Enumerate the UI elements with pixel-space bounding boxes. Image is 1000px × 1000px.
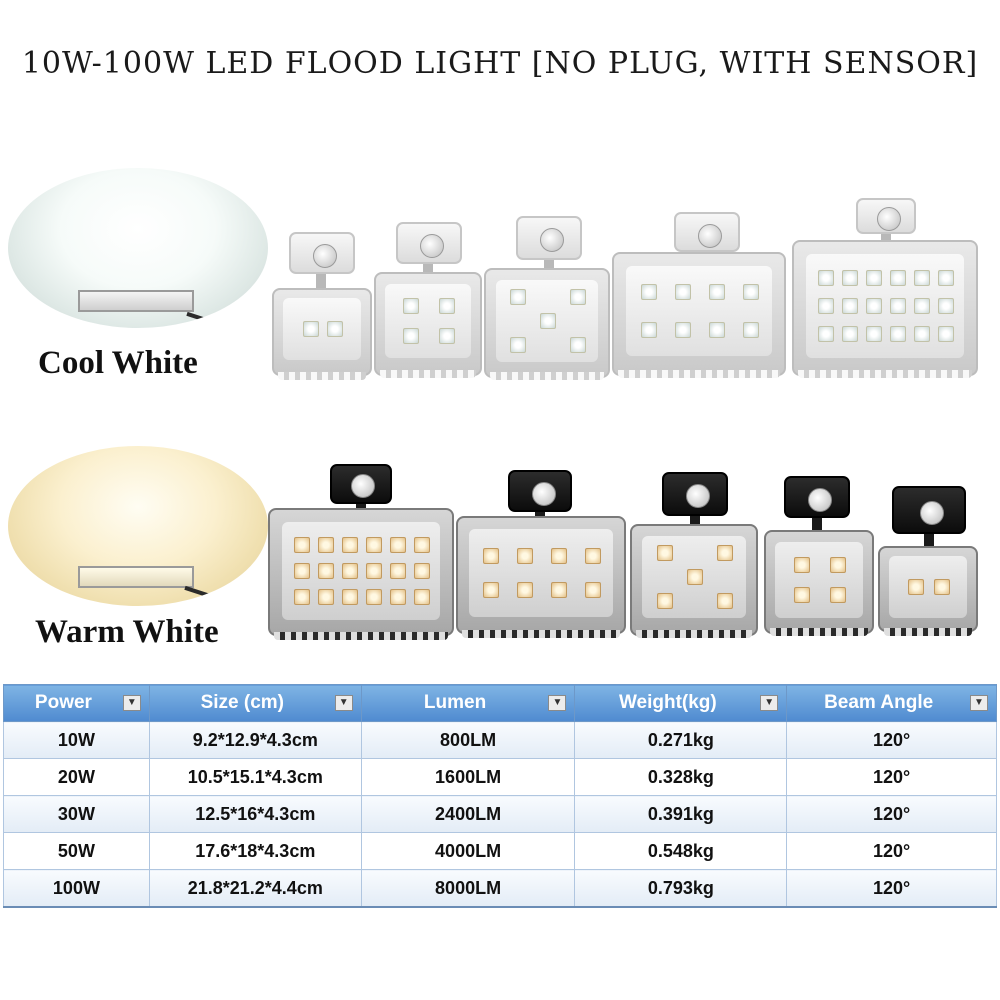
cell-beam-angle: 120° [786, 758, 997, 796]
cable-icon [184, 585, 224, 603]
column-header-weight[interactable]: Weight(kg)▼ [574, 684, 788, 722]
motion-sensor-icon [662, 472, 728, 516]
warm-white-swatch [8, 446, 268, 606]
chevron-down-icon[interactable]: ▼ [760, 695, 779, 711]
cell-weight: 0.793kg [574, 869, 788, 907]
column-header-beam-angle[interactable]: Beam Angle▼ [786, 684, 997, 722]
table-row: 20W 10.5*15.1*4.3cm 1600LM 0.328kg 120° [3, 758, 997, 796]
cell-size: 10.5*15.1*4.3cm [148, 758, 362, 796]
cell-beam-angle: 120° [786, 832, 997, 870]
table-row: 30W 12.5*16*4.3cm 2400LM 0.391kg 120° [3, 795, 997, 833]
cool-white-swatch [8, 168, 268, 328]
motion-sensor-icon [289, 232, 355, 274]
cool-white-label: Cool White [38, 345, 198, 381]
motion-sensor-icon [508, 470, 572, 512]
chevron-down-icon[interactable]: ▼ [334, 695, 353, 711]
cell-size: 9.2*12.9*4.3cm [148, 721, 362, 759]
cell-weight: 0.271kg [574, 721, 788, 759]
table-row: 50W 17.6*18*4.3cm 4000LM 0.548kg 120° [3, 832, 997, 870]
cell-lumen: 4000LM [360, 832, 576, 870]
cell-beam-angle: 120° [786, 795, 997, 833]
cell-lumen: 800LM [360, 721, 576, 759]
column-header-lumen[interactable]: Lumen▼ [360, 684, 576, 722]
chevron-down-icon[interactable]: ▼ [548, 695, 567, 711]
cell-power: 100W [3, 869, 150, 907]
cell-power: 10W [3, 721, 150, 759]
cell-weight: 0.548kg [574, 832, 788, 870]
chevron-down-icon[interactable]: ▼ [970, 695, 988, 711]
column-header-power[interactable]: Power▼ [3, 684, 150, 722]
cell-lumen: 2400LM [360, 795, 576, 833]
cell-size: 21.8*21.2*4.4cm [148, 869, 362, 907]
motion-sensor-icon [892, 486, 966, 534]
cable-icon [186, 311, 226, 328]
light-panel-icon [78, 290, 194, 312]
cell-lumen: 1600LM [360, 758, 576, 796]
cell-power: 30W [3, 795, 150, 833]
table-header-row: Power▼ Size (cm)▼ Lumen▼ Weight(kg)▼ Bea… [3, 684, 997, 722]
warm-white-label: Warm White [35, 614, 219, 650]
cell-power: 20W [3, 758, 150, 796]
cell-weight: 0.391kg [574, 795, 788, 833]
table-row: 100W 21.8*21.2*4.4cm 8000LM 0.793kg 120° [3, 869, 997, 907]
cell-beam-angle: 120° [786, 869, 997, 907]
light-panel-icon [78, 566, 194, 588]
cell-size: 12.5*16*4.3cm [148, 795, 362, 833]
cell-power: 50W [3, 832, 150, 870]
chevron-down-icon[interactable]: ▼ [122, 695, 141, 711]
cell-weight: 0.328kg [574, 758, 788, 796]
column-header-size[interactable]: Size (cm)▼ [148, 684, 362, 722]
motion-sensor-icon [856, 198, 916, 234]
cell-lumen: 8000LM [360, 869, 576, 907]
motion-sensor-icon [396, 222, 462, 264]
table-row: 10W 9.2*12.9*4.3cm 800LM 0.271kg 120° [3, 721, 997, 759]
motion-sensor-icon [330, 464, 392, 504]
motion-sensor-icon [784, 476, 850, 518]
motion-sensor-icon [674, 212, 740, 252]
motion-sensor-icon [516, 216, 582, 260]
spec-table: Power▼ Size (cm)▼ Lumen▼ Weight(kg)▼ Bea… [3, 684, 997, 908]
page-title: 10W-100W LED FLOOD LIGHT [NO PLUG, WITH … [21, 46, 979, 81]
cell-size: 17.6*18*4.3cm [148, 832, 362, 870]
cell-beam-angle: 120° [786, 721, 997, 759]
